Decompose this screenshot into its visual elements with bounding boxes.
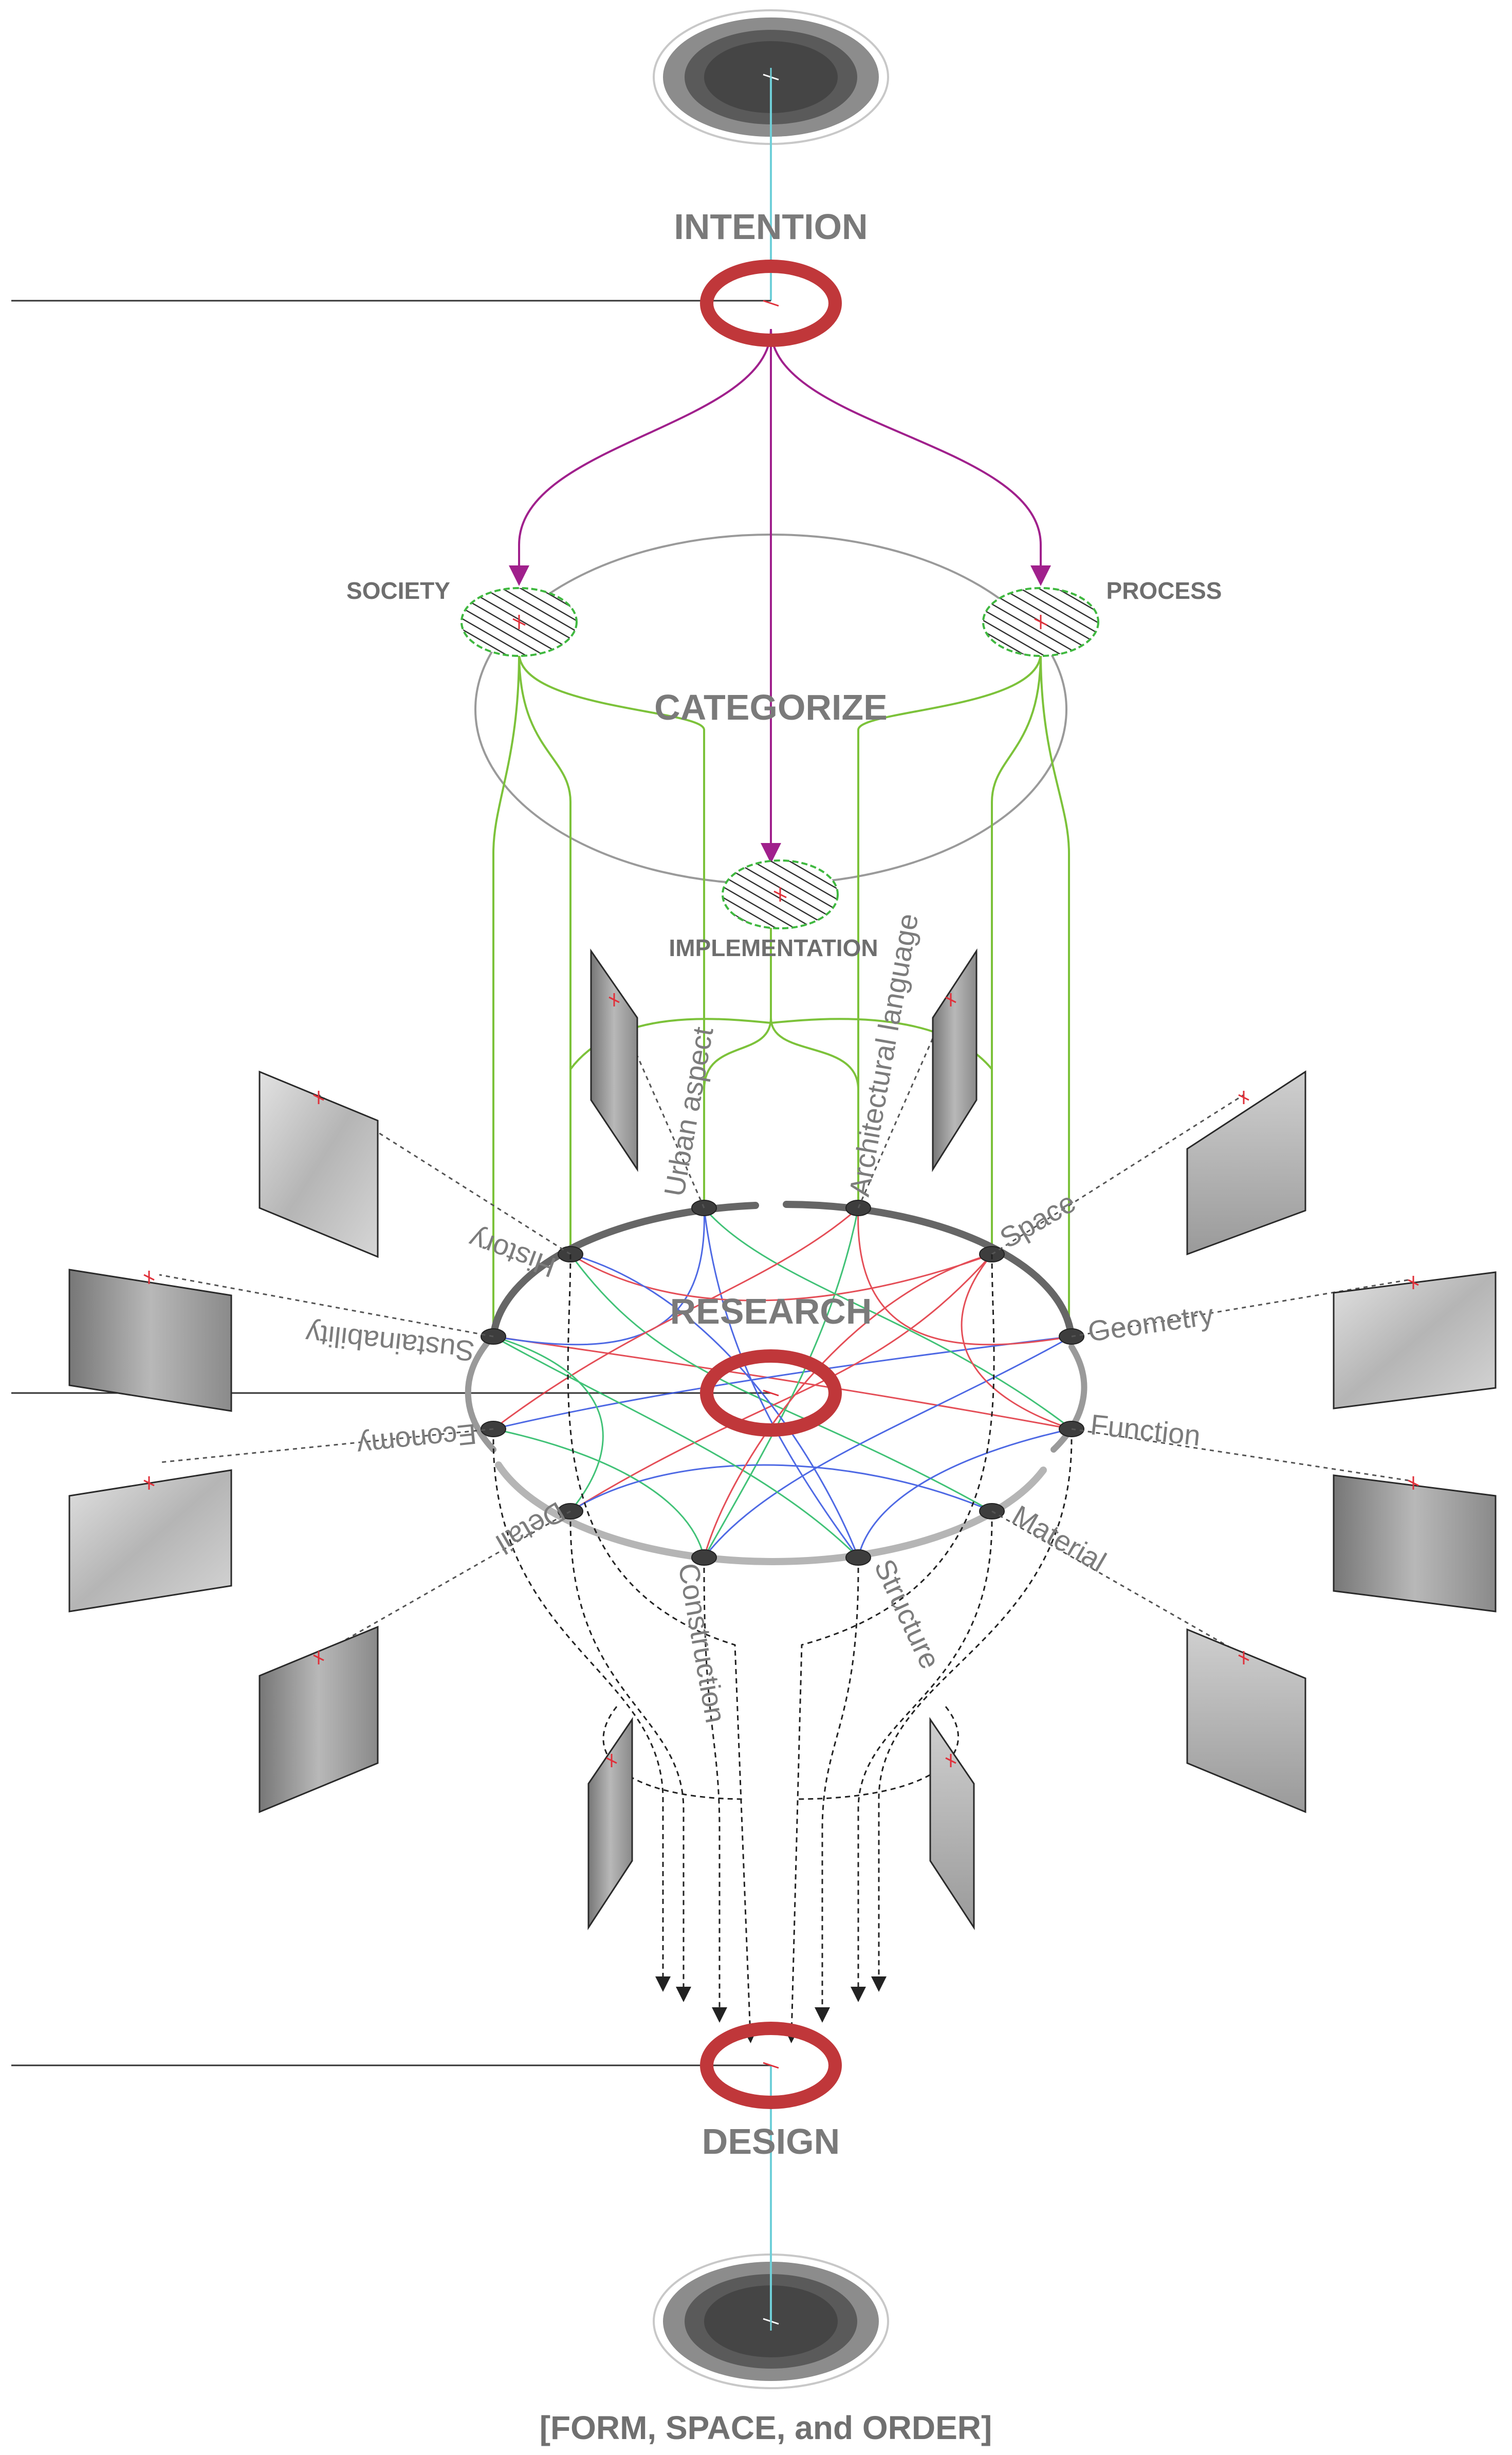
intention-title: INTENTION (674, 207, 868, 247)
urban-aspect-image (591, 951, 637, 1169)
categorize-title: CATEGORIZE (654, 687, 888, 727)
category-flows (493, 653, 1069, 1336)
sustainability-label: Sustainability (304, 1318, 476, 1368)
geometry-label: Geometry (1086, 1298, 1215, 1348)
economy-image (69, 1470, 231, 1611)
society-label: SOCIETY (346, 577, 450, 604)
material-label: Material (1007, 1499, 1112, 1578)
function-image (1334, 1475, 1496, 1611)
design-title: DESIGN (702, 2121, 840, 2161)
intention-branches (519, 329, 1041, 853)
structure-image (930, 1719, 974, 1928)
urban-aspect-label: Urban aspect (658, 1024, 720, 1199)
process-label: PROCESS (1107, 577, 1222, 604)
material-image (1187, 1629, 1305, 1812)
construction-image (588, 1719, 632, 1928)
detail-label: Detail (491, 1496, 570, 1561)
economy-label: Economy (356, 1418, 478, 1462)
architectural-language-image (933, 951, 976, 1169)
category-markers (513, 615, 1047, 902)
history-label: History (465, 1223, 560, 1284)
implementation-label: IMPLEMENTATION (669, 935, 878, 961)
structure-label: Structure (868, 1554, 947, 1674)
construction-label: Construction (672, 1561, 732, 1726)
footer-title: [FORM, SPACE, and ORDER] (540, 2409, 992, 2446)
sustainability-image (69, 1270, 231, 1411)
image-panels (69, 951, 1496, 1928)
function-label: Function (1089, 1408, 1202, 1452)
research-title: RESEARCH (670, 1291, 872, 1331)
geometry-image (1334, 1272, 1496, 1408)
topic-nodes (481, 1200, 1084, 1565)
